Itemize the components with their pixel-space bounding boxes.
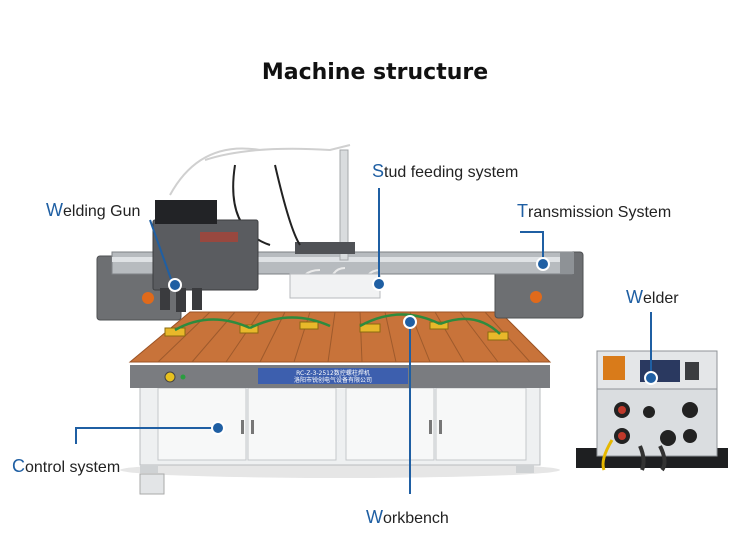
nameplate <box>258 368 408 384</box>
leader-welding-gun <box>149 219 173 283</box>
dot-workbench <box>403 315 417 329</box>
stud-feed-block <box>289 273 381 299</box>
nameplate-model: RC-Z-3-2512数控螺柱焊机 <box>296 369 370 377</box>
label-welding-gun: Welding Gun <box>46 200 141 220</box>
label-control-system: Control system <box>12 456 121 476</box>
cabinet-door-1 <box>157 387 247 461</box>
dot-stud-feeding <box>372 277 386 291</box>
caster-right <box>516 465 534 473</box>
leader-control <box>75 427 218 444</box>
stud-feeder-mast <box>339 149 349 261</box>
cabinet-door-3 <box>345 387 435 461</box>
emergency-stop <box>164 371 176 383</box>
workpiece-fixtures <box>164 321 509 341</box>
dot-transmission <box>536 257 550 271</box>
label-transmission-system: Transmission System <box>517 201 672 221</box>
dot-welding-gun <box>168 278 182 292</box>
label-stud-feeding-system: Stud feeding system <box>372 161 519 181</box>
beam-end-cap <box>560 252 574 274</box>
cabinet-door-4 <box>435 387 527 461</box>
leader-dots <box>168 257 658 435</box>
caster-left <box>140 465 158 473</box>
label-workbench: Workbench <box>366 507 449 527</box>
floor-shadow <box>120 462 560 478</box>
leader-lines <box>75 188 652 494</box>
welder-logo <box>603 356 625 380</box>
leader-transmission <box>520 231 544 262</box>
air-hoses <box>174 313 501 335</box>
cabinet-door-2 <box>247 387 337 461</box>
workbench-top <box>128 311 552 363</box>
page-title: Machine structure <box>261 60 489 85</box>
nameplate-maker: 洛阳市锐创电气设备有限公司 <box>294 376 372 384</box>
workbench-slats <box>157 311 531 363</box>
dot-welder <box>644 371 658 385</box>
welder-sockets <box>614 402 698 446</box>
dot-control <box>211 421 225 435</box>
welding-gun-carriage <box>152 219 259 291</box>
foot-pedal <box>139 473 165 495</box>
label-welder: Welder <box>626 287 679 307</box>
